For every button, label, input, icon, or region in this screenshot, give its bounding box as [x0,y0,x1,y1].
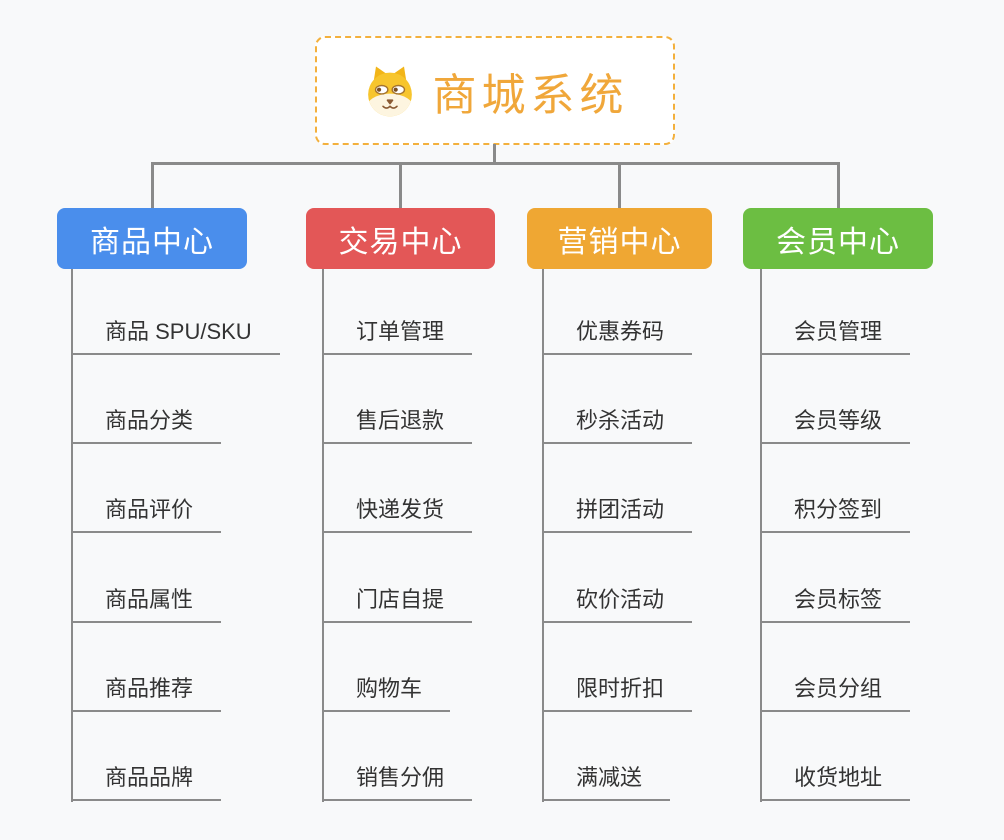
connector-column-line-2 [322,269,324,802]
leaf-node[interactable]: 订单管理 [323,314,473,355]
connector-branch-drop-2 [399,162,402,208]
root-node[interactable]: 商城系统 [315,36,675,145]
connector-branch-drop-4 [836,162,840,208]
leaf-node[interactable]: 商品分类 [72,403,222,444]
leaf-node[interactable]: 拼团活动 [543,492,693,533]
leaf-node[interactable]: 商品 SPU/SKU [72,314,280,355]
leaf-node[interactable]: 商品品牌 [72,760,222,801]
connector-horizontal [150,162,840,165]
branch-node-4[interactable]: 会员中心 [743,208,933,269]
connector-branch-drop-3 [618,162,621,208]
leaf-node[interactable]: 会员标签 [761,582,911,623]
connector-column-line-4 [760,269,762,802]
leaf-node[interactable]: 会员等级 [761,403,911,444]
leaf-node[interactable]: 满减送 [543,760,671,801]
leaf-node[interactable]: 限时折扣 [543,671,693,712]
connector-column-line-1 [71,269,73,802]
branch-node-3[interactable]: 营销中心 [527,208,712,269]
leaf-node[interactable]: 砍价活动 [543,582,693,623]
leaf-node[interactable]: 优惠券码 [543,314,693,355]
leaf-node[interactable]: 门店自提 [323,582,473,623]
branch-node-1[interactable]: 商品中心 [57,208,247,269]
leaf-node[interactable]: 售后退款 [323,403,473,444]
leaf-node[interactable]: 快递发货 [323,492,473,533]
leaf-node[interactable]: 商品属性 [72,582,222,623]
leaf-node[interactable]: 会员分组 [761,671,911,712]
connector-root-stem [493,144,496,165]
leaf-node[interactable]: 秒杀活动 [543,403,693,444]
dog-face-icon [367,66,412,116]
leaf-node[interactable]: 购物车 [323,671,451,712]
connector-column-line-3 [542,269,544,802]
leaf-node[interactable]: 商品推荐 [72,671,222,712]
connector-branch-drop-1 [150,162,154,208]
leaf-node[interactable]: 收货地址 [761,760,911,801]
leaf-node[interactable]: 销售分佣 [323,760,473,801]
leaf-node[interactable]: 商品评价 [72,492,222,533]
leaf-node[interactable]: 会员管理 [761,314,911,355]
branch-node-2[interactable]: 交易中心 [306,208,495,269]
leaf-node[interactable]: 积分签到 [761,492,911,533]
root-title: 商城系统 [432,70,629,120]
